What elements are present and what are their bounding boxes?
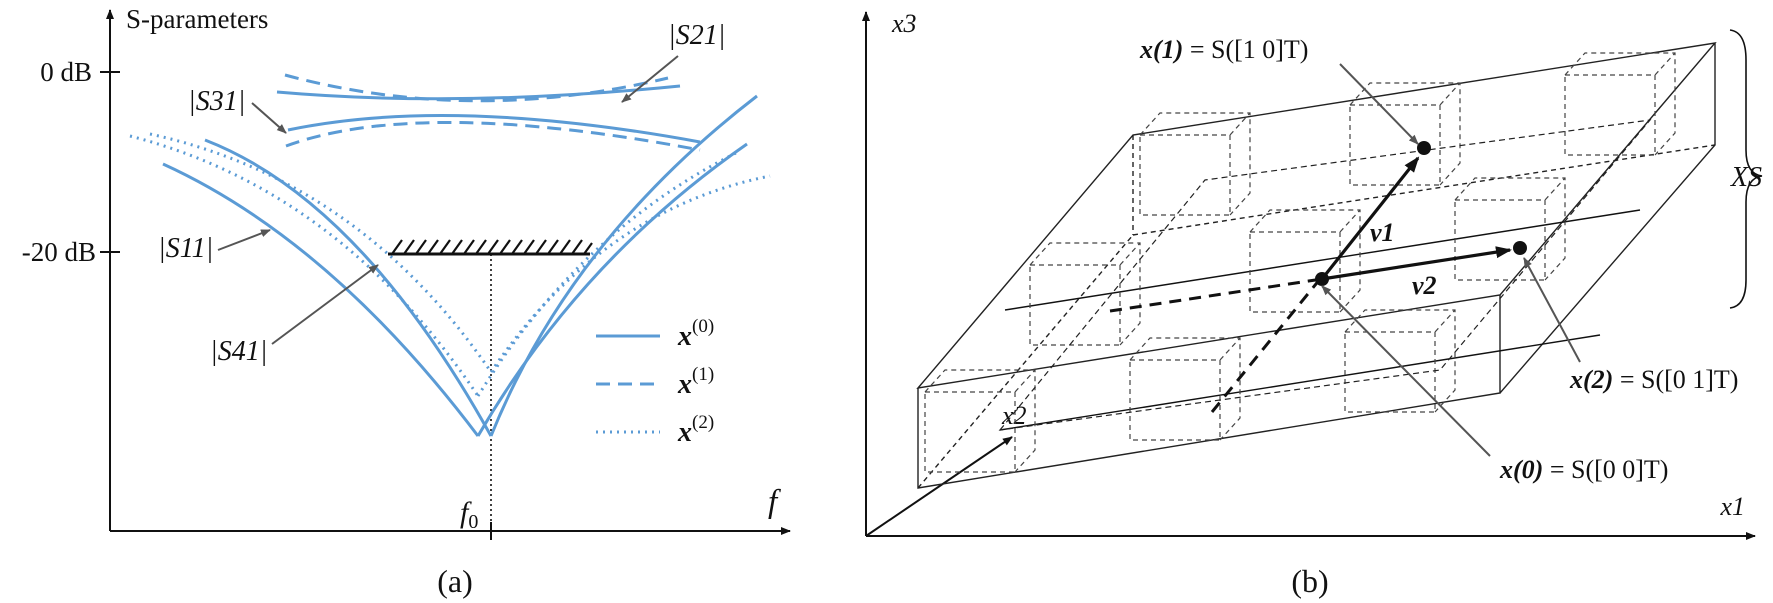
b-v2-label: v2 xyxy=(1412,271,1437,300)
a-label-s31: |S31| xyxy=(188,86,245,117)
a-tick-label-0db: 0 dB xyxy=(40,57,92,87)
curve-s11-x2 xyxy=(129,134,480,397)
b-xs-brace xyxy=(1729,29,1763,309)
a-label-s41: |S41| xyxy=(210,336,267,367)
b-design-space-slab xyxy=(916,42,1717,489)
b-point-x0 xyxy=(1315,272,1329,286)
a-label-s11: |S11| xyxy=(158,233,213,264)
curve-right-x0-b xyxy=(476,142,748,437)
b-point-x1 xyxy=(1417,141,1431,155)
curve-right-x0-a xyxy=(489,94,758,437)
curve-right-x2-a xyxy=(476,150,739,397)
a-pointer-s11 xyxy=(217,229,271,251)
b-x2-axis xyxy=(865,436,1013,537)
a-tick-label-m20db: -20 dB xyxy=(22,237,96,267)
curve-s31-x0 xyxy=(287,114,701,144)
b-midplane xyxy=(998,119,1652,431)
a-caption: (a) xyxy=(437,563,473,599)
a-curves xyxy=(129,73,771,437)
b-axis-x3-label: x3 xyxy=(891,9,917,38)
b-vector-v1 xyxy=(1320,156,1420,280)
b-vector-v2 xyxy=(1321,246,1512,281)
legend-label-0: x(0) xyxy=(677,316,714,352)
b-label-x1: x(1) = S([1 0]T) xyxy=(1139,35,1308,64)
curve-s41-x0 xyxy=(204,138,493,437)
a-pointer-s31 xyxy=(251,102,287,134)
curve-s41-x2 xyxy=(149,132,493,373)
b-pointer-x1 xyxy=(1339,63,1419,145)
b-label-x2: x(2) = S([0 1]T) xyxy=(1569,365,1738,394)
b-label-x0: x(0) = S([0 0]T) xyxy=(1499,455,1668,484)
curve-s31-x1 xyxy=(285,120,701,152)
b-dashed-axis-1 xyxy=(1109,277,1323,313)
a-pointer-s21 xyxy=(621,55,679,103)
b-axis-x2-label: x2 xyxy=(1001,401,1027,430)
panel-b: x3 x1 x2 xyxy=(862,9,1763,599)
b-v1-label: v1 xyxy=(1370,218,1395,247)
curve-s21-x1 xyxy=(284,73,669,103)
a-label-s21: |S21| xyxy=(668,20,725,51)
b-cell-boxes xyxy=(924,52,1676,473)
a-x-axis-title: f xyxy=(768,484,781,520)
b-pointer-x0 xyxy=(1321,285,1491,457)
curve-s21-x0 xyxy=(276,84,681,101)
legend-label-2: x(2) xyxy=(677,412,714,448)
a-spec-line xyxy=(388,239,593,256)
a-legend: x(0) x(1) x(2) xyxy=(596,316,714,448)
b-axis-x1-label: x1 xyxy=(1719,492,1745,521)
b-caption: (b) xyxy=(1291,563,1328,599)
panel-a: S-parameters f 0 dB -20 dB f0 xyxy=(22,4,791,599)
legend-label-1: x(1) xyxy=(677,364,714,400)
b-xs-label: XS xyxy=(1730,162,1762,193)
curve-right-x2-b xyxy=(489,174,771,373)
b-pointer-x2 xyxy=(1523,257,1581,363)
a-f0-label: f0 xyxy=(460,496,478,533)
a-y-axis-title: S-parameters xyxy=(126,4,268,34)
a-pointer-s41 xyxy=(271,264,379,345)
b-point-x2 xyxy=(1513,241,1527,255)
b-dashed-axis-2 xyxy=(1210,278,1322,413)
curve-s11-x0 xyxy=(162,162,480,437)
